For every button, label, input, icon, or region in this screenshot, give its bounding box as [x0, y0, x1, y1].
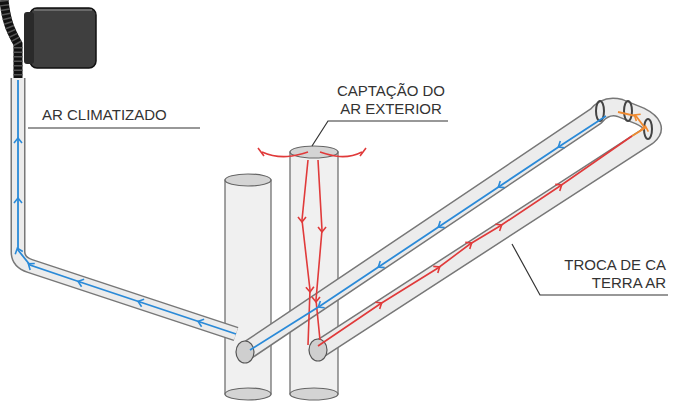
intake-well — [290, 146, 338, 400]
pipe-label: AR CLIMATIZADO — [40, 106, 169, 124]
conditioned-air-flow — [250, 116, 606, 350]
buried-pipe-loop — [245, 107, 653, 352]
air-handling-unit — [24, 8, 96, 68]
well — [225, 174, 271, 400]
intake-label: CAPTAÇÃO DO AR EXTERIOR — [330, 82, 452, 118]
leader-line — [28, 121, 668, 295]
exchange-label: TROCA DE CA TERRA AR — [548, 256, 668, 292]
outside-air-intake-arrows — [262, 152, 362, 157]
flexible-hose — [4, 0, 18, 78]
pipe-coupling — [596, 101, 652, 139]
supply-pipe — [18, 78, 236, 334]
warming-air-flow — [318, 136, 632, 346]
